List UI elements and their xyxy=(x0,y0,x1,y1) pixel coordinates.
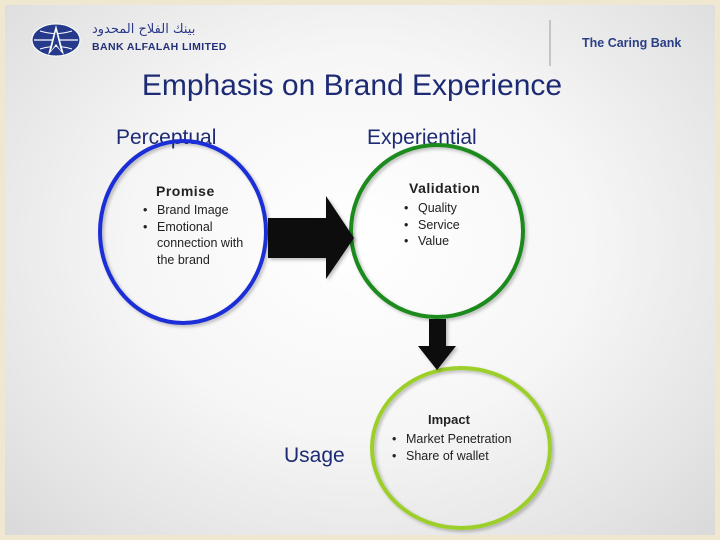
header-divider xyxy=(549,20,551,66)
impact-item: Market Penetration xyxy=(390,431,540,448)
impact-circle xyxy=(370,366,552,530)
promise-to-validation-arrow xyxy=(268,196,354,279)
impact-list: Market Penetration Share of wallet xyxy=(390,431,540,464)
usage-label: Usage xyxy=(284,444,345,467)
validation-item: Value xyxy=(402,233,502,250)
bank-name: BANK ALFALAH LIMITED xyxy=(92,41,227,53)
validation-heading: Validation xyxy=(409,180,481,196)
validation-item: Service xyxy=(402,217,502,234)
validation-circle xyxy=(349,143,525,319)
page-title: Emphasis on Brand Experience xyxy=(141,69,563,102)
validation-to-impact-arrow xyxy=(418,319,456,370)
impact-item: Share of wallet xyxy=(390,448,540,465)
promise-heading: Promise xyxy=(156,183,215,199)
bank-name-arabic: بينك الفلاح المحدود xyxy=(92,22,196,37)
promise-item: Emotional connection with the brand xyxy=(141,219,256,269)
impact-heading: Impact xyxy=(428,412,470,427)
promise-list: Brand Image Emotional connection with th… xyxy=(141,202,256,268)
bank-logo-icon xyxy=(31,23,81,57)
validation-list: Quality Service Value xyxy=(402,200,502,250)
promise-item: Brand Image xyxy=(141,202,256,219)
tagline: The Caring Bank xyxy=(582,36,682,50)
experiential-heading: Experiential xyxy=(367,126,477,149)
promise-circle xyxy=(98,139,268,325)
validation-item: Quality xyxy=(402,200,502,217)
